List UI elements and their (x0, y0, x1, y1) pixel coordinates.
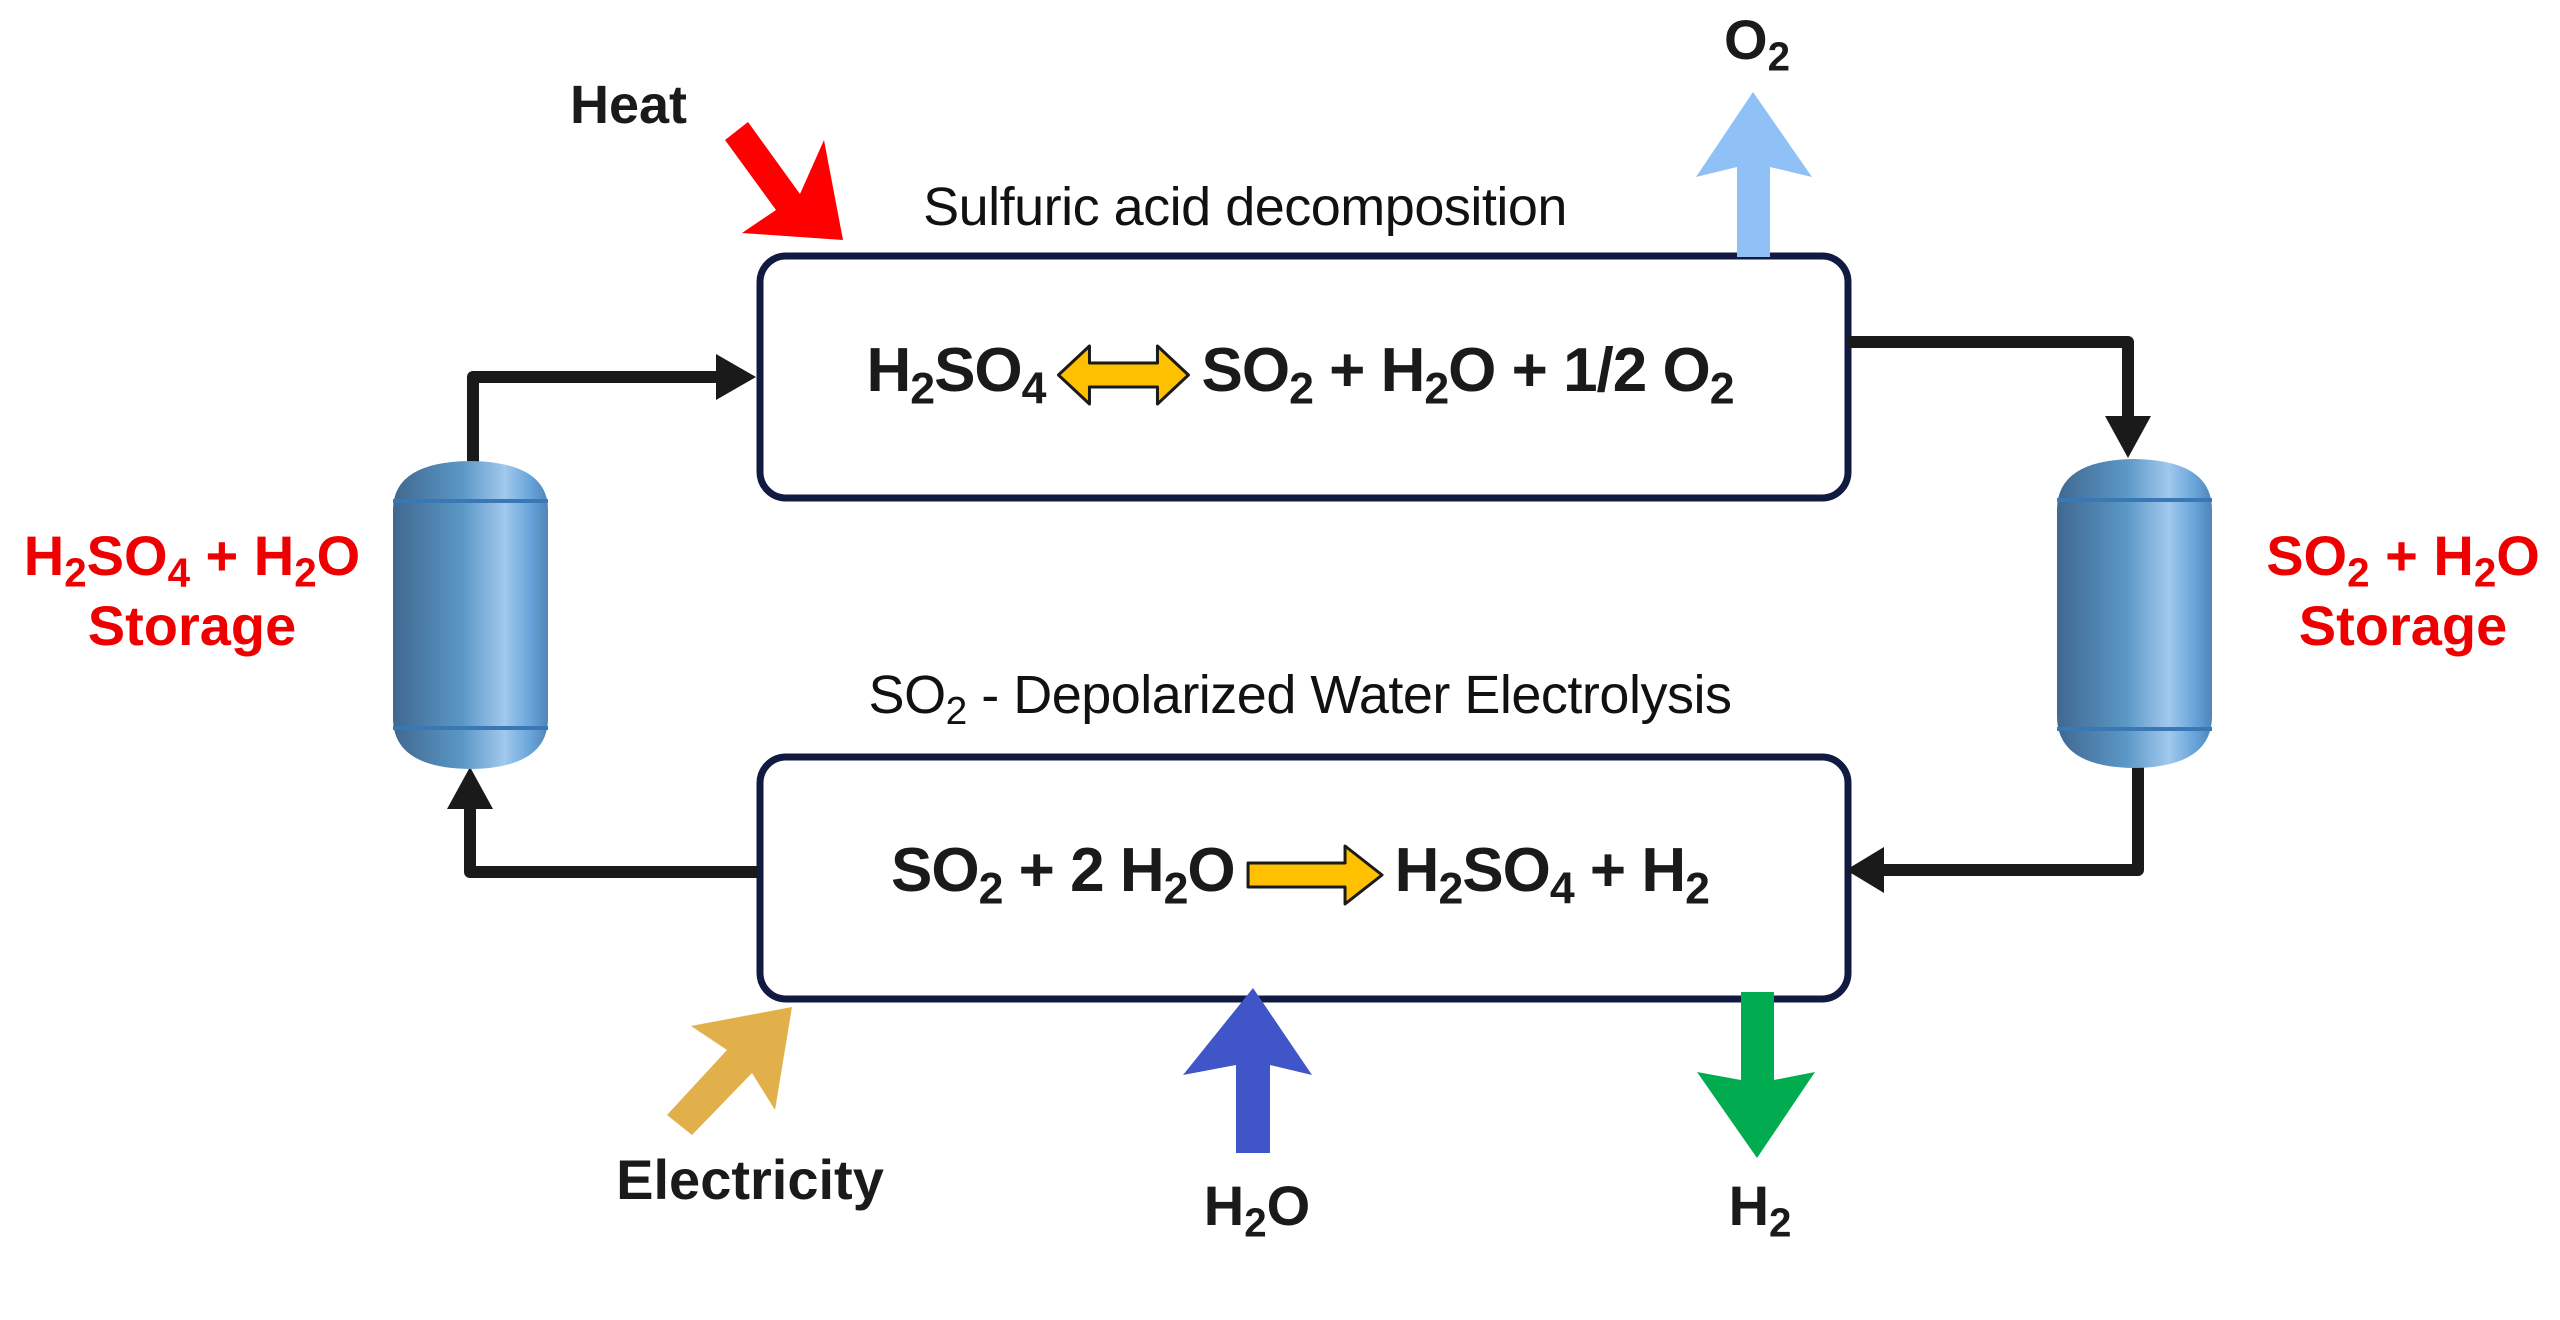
eq-text: O (1187, 836, 1235, 905)
eq-text: SO (2266, 524, 2348, 587)
eq-sub: 2 (1163, 864, 1189, 914)
electricity-label: Electricity (616, 1148, 884, 1211)
tank-h2so4-storage (393, 461, 548, 769)
eq-text: SO (1201, 336, 1290, 405)
pipe-decomposition-to-right-tank (1848, 336, 2151, 458)
oxygen-label-base: O (1724, 8, 1768, 71)
pipe-right-tank-to-electrolysis (1846, 766, 2144, 893)
eq-sub: 2 (294, 549, 317, 596)
heat-label: Heat (570, 75, 688, 135)
hydrogen-label-sub: 2 (1769, 1199, 1792, 1246)
pipe-arrowhead-icon (2105, 416, 2151, 458)
reversible-arrow-icon (1056, 344, 1190, 406)
eq-sub: 2 (1438, 864, 1463, 914)
eq-sub: 2 (1709, 364, 1735, 414)
eq-text: + 2 H (1002, 836, 1165, 905)
electrolysis-title: SO2 - Depolarized Water Electrolysis (868, 665, 1732, 731)
electricity-arrow-icon (667, 1007, 792, 1135)
so2-storage-formula: SO2 + H2O (2266, 528, 2540, 593)
hydrogen-label-base: H (1728, 1174, 1770, 1237)
eq-sub: 2 (2473, 549, 2497, 596)
hydrogen-label: H2 (1729, 1178, 1792, 1243)
eq-sub: 4 (167, 549, 190, 596)
pipe-arrowhead-icon (447, 767, 493, 809)
h2so4-storage-caption: Storage (87, 594, 297, 657)
eq-sub: 2 (64, 549, 87, 596)
heat-arrow-icon (725, 122, 843, 240)
electrolysis-title-sub: 2 (945, 689, 968, 733)
oxygen-label-sub: 2 (1767, 33, 1790, 80)
eq-text: O + 1/2 O (1448, 336, 1711, 405)
water-label-base: H (1203, 1174, 1245, 1237)
eq-sub: 2 (2347, 549, 2370, 596)
eq-text: SO (1462, 836, 1551, 905)
eq-text: + H (189, 524, 295, 587)
eq-text: + H (1312, 336, 1425, 405)
oxygen-out-arrow-icon (1696, 92, 1812, 257)
h2so4-storage-formula: H2SO4 + H2O (24, 528, 360, 593)
eq-text: + H (1573, 836, 1686, 905)
eq-text: H (1394, 836, 1440, 905)
eq-sub: 2 (1289, 364, 1314, 414)
hydrogen-out-arrow-icon (1697, 992, 1815, 1158)
decomposition-reactor-box (756, 252, 1852, 502)
so2-storage-label: SO2 + H2O Storage (2266, 528, 2540, 654)
water-label-sub: 2 (1244, 1199, 1267, 1246)
eq-sub: 2 (1685, 864, 1710, 914)
h2so4-storage-label: H2SO4 + H2O Storage (24, 528, 360, 654)
electrolysis-title-prefix: SO (868, 665, 947, 725)
eq-sub: 4 (1549, 864, 1575, 914)
pipe-arrowhead-icon (1846, 847, 1884, 893)
decomposition-reactant: H2SO4 (866, 336, 1046, 412)
eq-text: SO (891, 836, 980, 905)
eq-sub: 2 (910, 364, 935, 414)
eq-sub: 4 (1021, 364, 1047, 414)
eq-sub: 2 (978, 864, 1004, 914)
electrolysis-title-rest: - Depolarized Water Electrolysis (966, 665, 1732, 725)
water-in-arrow-icon (1183, 988, 1312, 1153)
pipe-left-to-decomposition (467, 354, 756, 462)
eq-text: SO (934, 336, 1023, 405)
eq-text: H (866, 336, 911, 405)
forward-arrow-icon (1246, 844, 1384, 906)
oxygen-label: O2 (1724, 12, 1790, 77)
pipe-arrowhead-icon (716, 354, 756, 400)
water-label: H2O (1204, 1178, 1310, 1243)
eq-text: H (23, 524, 65, 587)
decomposition-title: Sulfuric acid decomposition (923, 177, 1567, 237)
electrolysis-products: H2SO4 + H2 (1394, 836, 1710, 912)
eq-text: O (2496, 524, 2540, 587)
eq-text: SO (86, 524, 168, 587)
eq-text: + H (2369, 524, 2474, 587)
eq-text: O (316, 524, 361, 587)
so2-storage-caption: Storage (2298, 594, 2508, 657)
decomposition-products: SO2 + H2O + 1/2 O2 (1201, 336, 1734, 412)
eq-sub: 2 (1424, 364, 1449, 414)
tank-so2-storage (2057, 459, 2212, 768)
pipe-electrolysis-to-left-tank (447, 767, 758, 878)
water-label-tail: O (1266, 1174, 1311, 1237)
electrolysis-reactants: SO2 + 2 H2O (891, 836, 1236, 912)
